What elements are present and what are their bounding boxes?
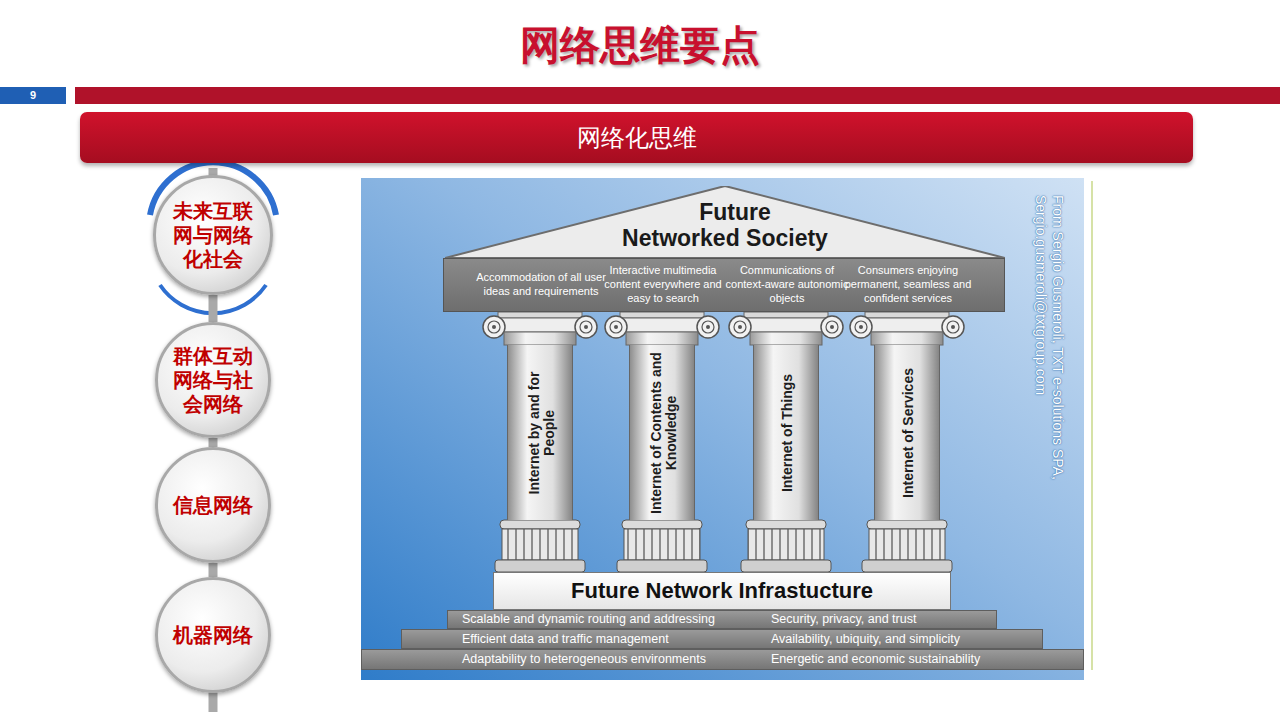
topic-circle-text: 群体互动网络与社会网络 — [170, 344, 256, 416]
temple-roof: Future Networked Society — [445, 186, 1005, 258]
panel-edge — [1091, 181, 1093, 670]
temple-pillar-text: Internet of Things — [754, 350, 820, 515]
temple-pillar: Internet of Contents and Knowledge — [629, 345, 695, 520]
topic-circle-text: 机器网络 — [170, 623, 256, 647]
foundation-step: Adaptability to heterogeneous environmen… — [361, 649, 1084, 670]
section-banner: 网络化思维 — [80, 112, 1193, 163]
topic-circle: 信息网络 — [155, 447, 271, 563]
topic-circle-text: 未来互联网与网络化社会 — [170, 199, 256, 271]
foundation-step-text: Scalable and dynamic routing and address… — [462, 611, 715, 628]
stem — [209, 690, 218, 712]
stem-connector — [209, 563, 218, 577]
source-note: From Sergio Gusmeroli, TXT e-solutions S… — [1032, 195, 1066, 485]
temple-architrave-text: Communications of context-aware autonomi… — [721, 259, 853, 311]
temple-architrave-text: Interactive multimedia content everywher… — [597, 259, 729, 311]
temple-architrave: Accommodation of all user ideas and requ… — [443, 258, 1005, 312]
temple-pillar: Internet by and for People — [507, 345, 573, 520]
infrastructure-base: Future Network Infrastucture — [493, 572, 951, 610]
temple-pillar: Internet of Services — [874, 345, 940, 520]
column-bases — [495, 520, 952, 572]
stem-connector — [209, 438, 218, 447]
foundation-step-text: Efficient data and traffic management — [462, 630, 669, 648]
foundation-step-text: Availability, ubiquity, and simplicity — [771, 630, 960, 648]
topic-circle: 机器网络 — [155, 577, 271, 693]
infrastructure-base-text: Future Network Infrastucture — [571, 578, 873, 604]
picture-panel — [361, 178, 1084, 680]
temple-architrave-text: Accommodation of all user ideas and requ… — [475, 259, 607, 311]
foundation-step-text: Adaptability to heterogeneous environmen… — [462, 650, 706, 669]
page-number: 9 — [0, 87, 66, 104]
temple-architrave-text: Consumers enjoying permanent, seamless a… — [842, 259, 974, 311]
slide-title: 网络思维要点 — [0, 18, 1280, 73]
temple-roof-text: Future Networked Society — [619, 199, 831, 252]
header-rule — [75, 87, 1280, 104]
temple-pillar-text: Internet by and for People — [508, 350, 574, 515]
topic-circle: 群体互动网络与社会网络 — [155, 322, 271, 438]
foundation-step: Efficient data and traffic management Ava… — [401, 629, 1043, 649]
stem-connector — [209, 295, 218, 322]
temple-pillar-text: Internet of Services — [875, 350, 941, 515]
column-capitals — [483, 312, 964, 345]
temple-pillar-text: Internet of Contents and Knowledge — [630, 350, 696, 515]
section-banner-text: 网络化思维 — [577, 122, 697, 154]
foundation-step-text: Security, privacy, and trust — [771, 611, 916, 628]
page-tab — [0, 87, 66, 104]
foundation-step: Scalable and dynamic routing and address… — [447, 610, 997, 629]
foundation-step-text: Energetic and economic sustainability — [771, 650, 980, 669]
topic-circle: 未来互联网与网络化社会 — [153, 175, 273, 295]
temple-pillar: Internet of Things — [753, 345, 819, 520]
topic-circle-text: 信息网络 — [170, 493, 256, 517]
